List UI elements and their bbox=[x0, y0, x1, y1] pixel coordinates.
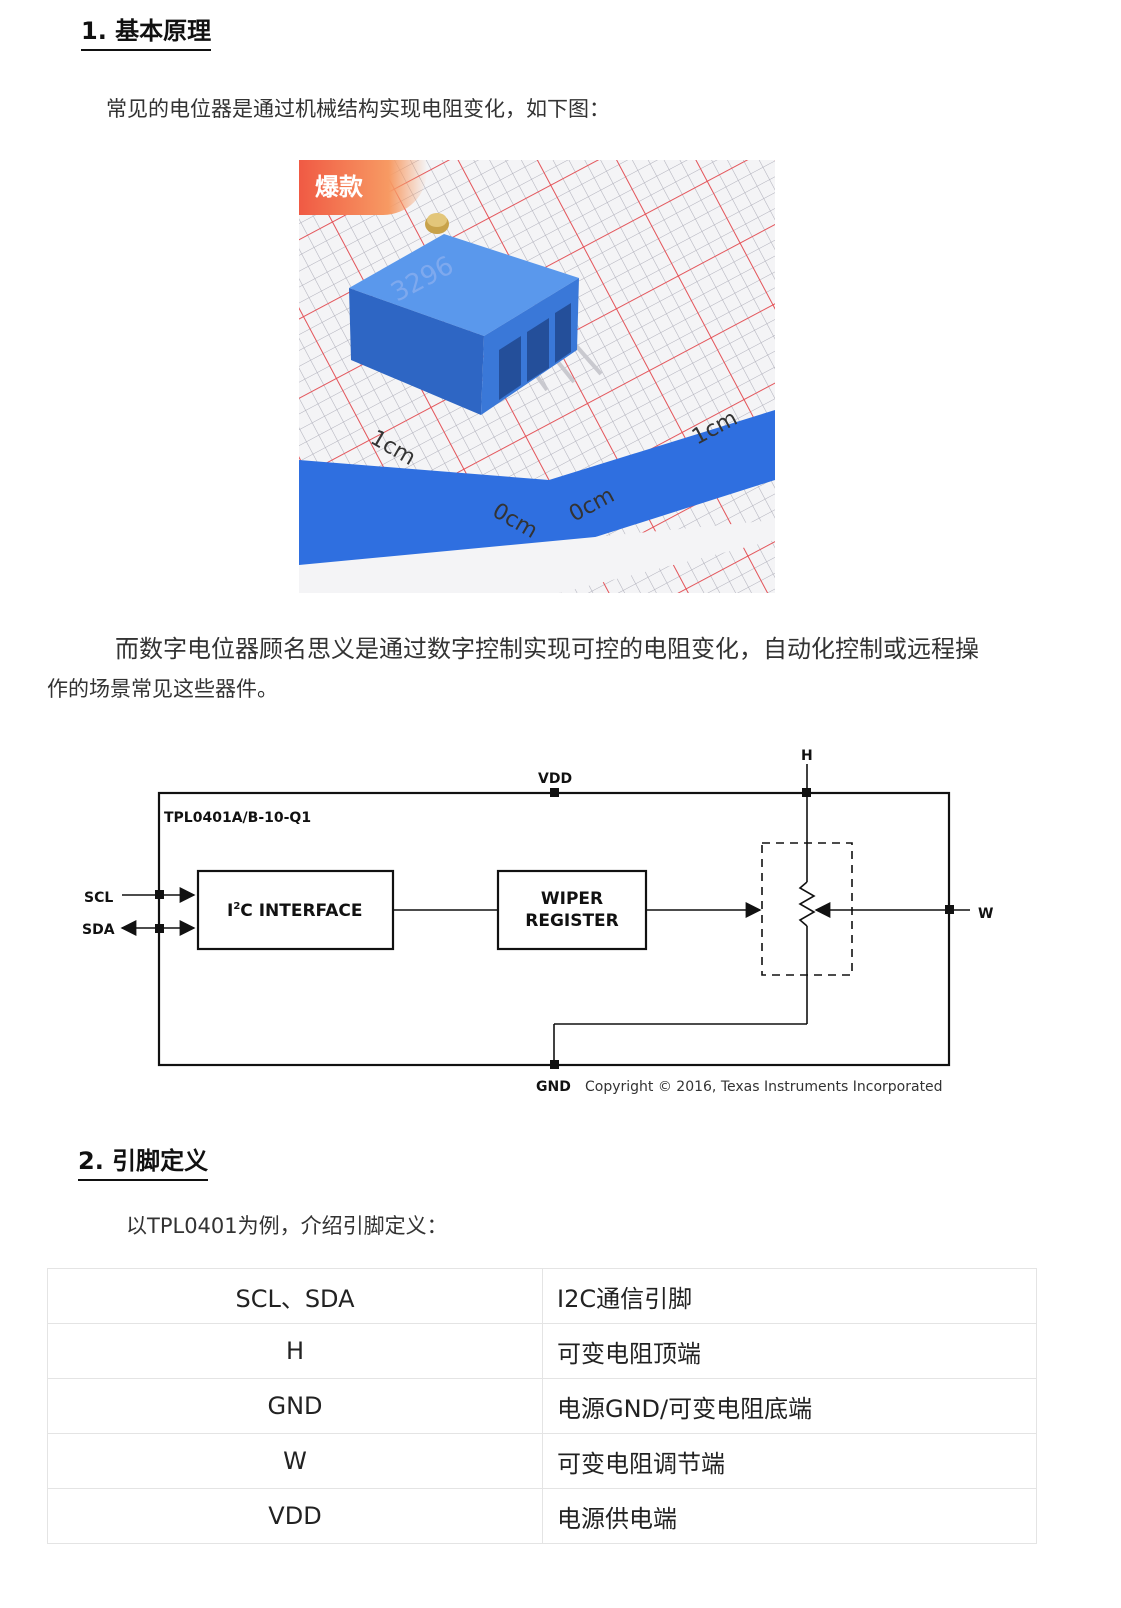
pin-name-cell: H bbox=[47, 1323, 543, 1379]
section-heading-basic-principle: 1. 基本原理 bbox=[81, 16, 212, 51]
digital-pot-paragraph-line1: 而数字电位器顾名思义是通过数字控制实现可控的电阻变化，自动化控制或远程操 bbox=[115, 635, 979, 663]
hot-badge: 爆款 bbox=[299, 160, 427, 215]
table-row: SCL、SDA I2C通信引脚 bbox=[47, 1268, 1037, 1324]
intro-paragraph: 常见的电位器是通过机械结构实现电阻变化，如下图： bbox=[106, 97, 610, 121]
table-row: W 可变电阻调节端 bbox=[47, 1433, 1037, 1489]
wiper-register-line2: REGISTER bbox=[525, 911, 619, 931]
digital-pot-paragraph-line2: 作的场景常见这些器件。 bbox=[47, 677, 278, 701]
gnd-pin-label: GND bbox=[536, 1079, 571, 1095]
pin-definition-table: SCL、SDA I2C通信引脚 H 可变电阻顶端 GND 电源GND/可变电阻底… bbox=[47, 1268, 1037, 1544]
w-pin-label: W bbox=[978, 906, 993, 922]
tpl0401-block-diagram: TPL0401A/B-10-Q1 VDD H SCL SDA I2C INTER… bbox=[70, 740, 1050, 1110]
pin-desc-cell: 可变电阻调节端 bbox=[542, 1433, 1037, 1489]
pin-name-cell: VDD bbox=[47, 1488, 543, 1544]
pin-desc-cell: 电源GND/可变电阻底端 bbox=[542, 1378, 1037, 1434]
pin-name-cell: SCL、SDA bbox=[47, 1268, 543, 1324]
copyright-text: Copyright © 2016, Texas Instruments Inco… bbox=[585, 1079, 943, 1095]
table-row: H 可变电阻顶端 bbox=[47, 1323, 1037, 1379]
pin-desc-cell: 电源供电端 bbox=[542, 1488, 1037, 1544]
potentiometer-photo: 1cm 1cm 0cm 0cm 3296 爆款 bbox=[299, 160, 775, 593]
sda-pin-label: SDA bbox=[82, 922, 115, 938]
i2c-interface-label: I2C INTERFACE bbox=[227, 901, 362, 921]
i2c-interface-block bbox=[196, 869, 395, 951]
chip-name: TPL0401A/B-10-Q1 bbox=[164, 810, 311, 826]
table-row: VDD 电源供电端 bbox=[47, 1488, 1037, 1544]
i2c-superscript: 2 bbox=[233, 901, 240, 912]
pin-desc-cell: 可变电阻顶端 bbox=[542, 1323, 1037, 1379]
wiper-register-block bbox=[496, 869, 648, 951]
potentiometer-photo-drawing: 1cm 1cm 0cm 0cm 3296 bbox=[299, 160, 775, 593]
table-row: GND 电源GND/可变电阻底端 bbox=[47, 1378, 1037, 1434]
h-pin-label: H bbox=[801, 748, 813, 764]
section-heading-pin-definition: 2. 引脚定义 bbox=[78, 1146, 209, 1181]
vdd-pin-label: VDD bbox=[538, 771, 572, 787]
i2c-interface-rest: C INTERFACE bbox=[240, 901, 362, 921]
pin-name-cell: W bbox=[47, 1433, 543, 1489]
pin-name-cell: GND bbox=[47, 1378, 543, 1434]
scl-pin-label: SCL bbox=[84, 890, 113, 906]
resistor-symbol bbox=[798, 881, 816, 927]
pin-desc-cell: I2C通信引脚 bbox=[542, 1268, 1037, 1324]
pin-intro-paragraph: 以TPL0401为例，介绍引脚定义： bbox=[126, 1214, 448, 1238]
wiper-register-line1: WIPER bbox=[541, 889, 603, 909]
